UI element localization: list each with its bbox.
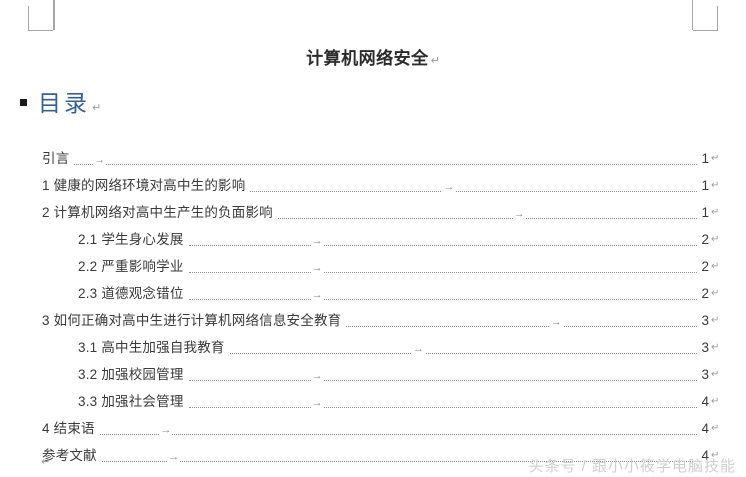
toc-page-number: 3 xyxy=(701,367,709,382)
toc-entry-label: 3.3 加强社会管理 xyxy=(78,394,184,409)
table-of-contents: 引言→1↵1 健康的网络环境对高中生的影响→1↵2 计算机网络对高中生产生的负面… xyxy=(0,141,746,465)
leader-dot-line xyxy=(188,299,697,300)
tab-arrow-icon: → xyxy=(93,154,107,166)
leader-dot-line xyxy=(99,434,697,435)
toc-page-number: 4 xyxy=(701,421,709,436)
toc-leader-dots: → xyxy=(99,422,697,438)
toc-leader-dots: → xyxy=(229,341,697,357)
toc-page-number: 2 xyxy=(701,232,709,247)
leader-dot-line xyxy=(101,461,697,462)
toc-page-number: 4 xyxy=(701,394,709,409)
toc-entry[interactable]: 参考文献→4↵ xyxy=(0,438,746,465)
toc-entry-label: 3 如何正确对高中生进行计算机网络信息安全教育 xyxy=(42,313,342,328)
line-break-mark-icon: ↵ xyxy=(711,288,720,299)
line-break-mark-icon: ↵ xyxy=(711,423,720,434)
toc-entry[interactable]: 2 计算机网络对高中生产生的负面影响 → 1↵ xyxy=(0,195,746,222)
toc-page-number: 1 xyxy=(701,151,709,166)
leader-dot-line xyxy=(250,191,697,192)
toc-entry[interactable]: 3.2 加强校园管理 → 3↵ xyxy=(0,357,746,384)
leader-dot-line xyxy=(277,218,697,219)
toc-entry-label: 2.1 学生身心发展 xyxy=(78,232,184,247)
leader-dot-line xyxy=(229,353,697,354)
toc-entry-label: 3.1 高中生加强自我教育 xyxy=(78,340,225,355)
tab-arrow-icon: → xyxy=(159,424,173,436)
tab-arrow-icon: → xyxy=(310,289,324,301)
toc-entry-label: 4 结束语 xyxy=(42,421,95,436)
line-break-mark-icon: ↵ xyxy=(711,153,720,164)
toc-page-number: 1 xyxy=(701,178,709,193)
toc-entry-label: 3.2 加强校园管理 xyxy=(78,367,184,382)
toc-entry-label: 2.2 严重影响学业 xyxy=(78,259,184,274)
page-margin-corner-top-right xyxy=(691,0,718,31)
toc-page-number: 4 xyxy=(701,448,709,463)
line-break-mark-icon: ↵ xyxy=(711,234,720,245)
paragraph-mark-icon: ↵ xyxy=(430,55,440,67)
toc-leader-dots: → xyxy=(74,152,697,168)
paragraph-mark-icon: ↵ xyxy=(92,102,102,114)
toc-leader-dots: → xyxy=(250,179,697,195)
leader-dot-line xyxy=(346,326,697,327)
tab-arrow-icon: → xyxy=(512,208,526,220)
toc-entry[interactable]: 2.2 严重影响学业 → 2↵ xyxy=(0,249,746,276)
line-break-mark-icon: ↵ xyxy=(711,396,720,407)
toc-entry[interactable]: 3.1 高中生加强自我教育 → 3↵ xyxy=(0,330,746,357)
line-break-mark-icon: ↵ xyxy=(711,369,720,380)
toc-leader-dots: → xyxy=(101,449,697,465)
toc-heading: 目录↵ xyxy=(20,92,101,115)
line-break-mark-icon: ↵ xyxy=(711,261,720,272)
empty-paragraph-mark-icon: ↵ xyxy=(41,456,51,468)
tab-arrow-icon: → xyxy=(310,370,324,382)
tab-arrow-icon: → xyxy=(310,397,324,409)
toc-entry[interactable]: 1 健康的网络环境对高中生的影响 → 1↵ xyxy=(0,168,746,195)
leader-dot-line xyxy=(74,164,697,165)
toc-entry[interactable]: 引言 → 1↵ xyxy=(0,141,746,168)
toc-leader-dots: → xyxy=(188,368,697,384)
toc-leader-dots: → xyxy=(188,395,697,411)
toc-entry[interactable]: 4 结束语 → 4↵ xyxy=(0,411,746,438)
toc-leader-dots: → xyxy=(277,206,697,222)
toc-entry[interactable]: 2.3 道德观念错位 → 2↵ xyxy=(0,276,746,303)
toc-page-number: 1 xyxy=(701,205,709,220)
toc-entry[interactable]: 3.3 加强社会管理 → 4↵ xyxy=(0,384,746,411)
leader-dot-line xyxy=(188,380,697,381)
toc-leader-dots: → xyxy=(188,287,697,303)
tab-arrow-icon: → xyxy=(310,262,324,274)
document-title-text: 计算机网络安全 xyxy=(306,49,429,68)
toc-page-number: 2 xyxy=(701,286,709,301)
tab-arrow-icon: → xyxy=(167,451,181,463)
toc-entry-label: 2.3 道德观念错位 xyxy=(78,286,184,301)
tab-arrow-icon: → xyxy=(310,235,324,247)
toc-entry[interactable]: 3 如何正确对高中生进行计算机网络信息安全教育 → 3↵ xyxy=(0,303,746,330)
line-break-mark-icon: ↵ xyxy=(711,180,720,191)
tab-arrow-icon: → xyxy=(411,343,425,355)
tab-arrow-icon: → xyxy=(442,181,456,193)
square-bullet-icon xyxy=(20,99,27,106)
line-break-mark-icon: ↵ xyxy=(711,315,720,326)
toc-page-number: 2 xyxy=(701,259,709,274)
document-title: 计算机网络安全↵ xyxy=(0,44,746,69)
toc-entry-label: 2 计算机网络对高中生产生的负面影响 xyxy=(42,205,273,220)
leader-dot-line xyxy=(188,272,697,273)
toc-entry-label: 引言 xyxy=(42,151,70,166)
line-break-mark-icon: ↵ xyxy=(711,342,720,353)
toc-entry-label: 1 健康的网络环境对高中生的影响 xyxy=(42,178,246,193)
toc-leader-dots: → xyxy=(346,314,697,330)
leader-dot-line xyxy=(188,407,697,408)
leader-dot-line xyxy=(188,245,697,246)
toc-leader-dots: → xyxy=(188,260,697,276)
watermark-text: 头条号 / 跟小小筱学电脑技能 xyxy=(528,458,736,475)
line-break-mark-icon: ↵ xyxy=(711,450,720,461)
toc-entry[interactable]: 2.1 学生身心发展 → 2↵ xyxy=(0,222,746,249)
toc-heading-text: 目录 xyxy=(38,90,90,116)
toc-leader-dots: → xyxy=(188,233,697,249)
tab-arrow-icon: → xyxy=(549,316,563,328)
page-margin-corner-top-left xyxy=(28,0,55,31)
toc-page-number: 3 xyxy=(701,340,709,355)
toc-entry-label: 参考文献 xyxy=(42,448,97,463)
toc-page-number: 3 xyxy=(701,313,709,328)
line-break-mark-icon: ↵ xyxy=(711,207,720,218)
